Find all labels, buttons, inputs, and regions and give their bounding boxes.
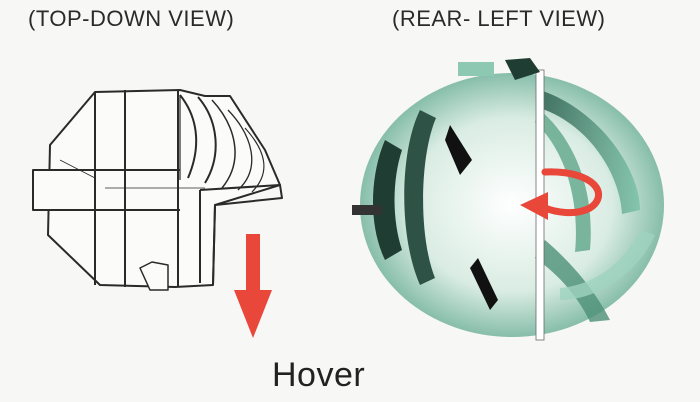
down-arrow-icon: [234, 234, 272, 338]
rear-left-view-label: (REAR- LEFT VIEW): [392, 6, 606, 31]
top-down-view-label: (TOP-DOWN VIEW): [28, 6, 235, 31]
rear-left-rotor-render: [352, 58, 664, 341]
curved-arrow-icon: [520, 168, 603, 220]
caption-hover: Hover: [272, 356, 366, 394]
top-down-rotor-drawing: [32, 89, 283, 291]
